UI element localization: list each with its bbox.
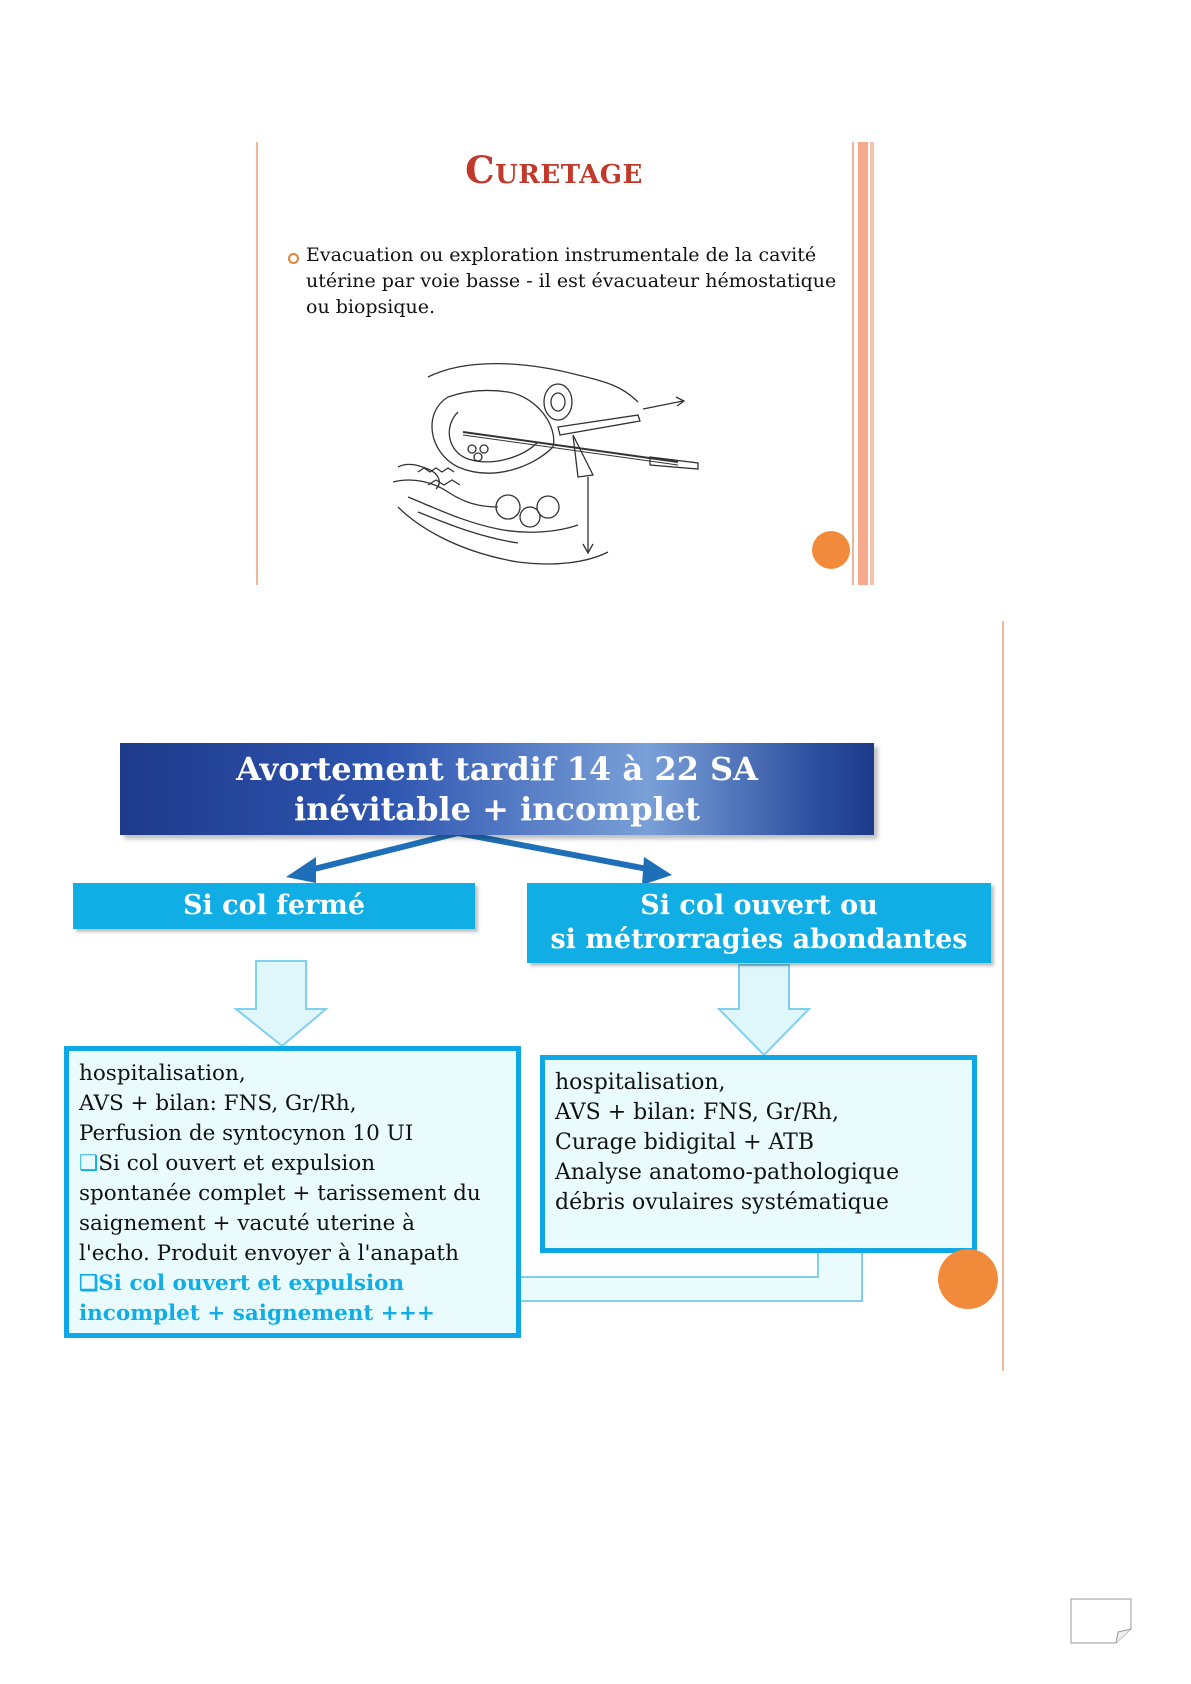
branch-col-ferme: Si col fermé bbox=[73, 883, 475, 929]
slide-curetage: Curetage Evacuation ou exploration instr… bbox=[256, 142, 876, 585]
detail-left-line: l'echo. Produit envoyer à l'anapath bbox=[79, 1241, 459, 1266]
detail-left-line: spontanée complet + tarissement du bbox=[79, 1181, 481, 1206]
slide-avortement-tardif: Avortement tardif 14 à 22 SA inévitable … bbox=[58, 621, 1006, 1371]
slide-right-border-band bbox=[858, 142, 868, 585]
detail-box-left: hospitalisation, AVS + bilan: FNS, Gr/Rh… bbox=[64, 1046, 521, 1338]
branch-right-line-1: Si col ouvert ou bbox=[640, 890, 878, 921]
detail-right-line: débris ovulaires systématique bbox=[555, 1190, 889, 1215]
arrow-head-left bbox=[286, 857, 316, 883]
checkbox-square-icon: ❑ bbox=[79, 1151, 99, 1176]
slide-right-border bbox=[1002, 621, 1004, 1371]
branch-right-line-2: si métrorragies abondantes bbox=[550, 924, 968, 955]
header-line-1: Avortement tardif 14 à 22 SA bbox=[236, 750, 758, 788]
uterine-curettage-illustration bbox=[392, 362, 699, 565]
checkbox-square-icon: ❑ bbox=[79, 1271, 99, 1296]
slide-bullet-text: Evacuation ou exploration instrumentale … bbox=[306, 244, 837, 318]
branch-col-ouvert: Si col ouvert ou si métrorragies abondan… bbox=[527, 883, 991, 963]
slide-right-border bbox=[852, 142, 854, 585]
detail-left-line: saignement + vacuté uterine à bbox=[79, 1211, 415, 1236]
detail-right-line: AVS + bilan: FNS, Gr/Rh, bbox=[555, 1100, 840, 1125]
detail-box-right: hospitalisation, AVS + bilan: FNS, Gr/Rh… bbox=[540, 1055, 977, 1253]
detail-left-line: hospitalisation, bbox=[79, 1061, 246, 1086]
detail-right-line: Curage bidigital + ATB bbox=[555, 1130, 815, 1155]
slide-title: Curetage bbox=[465, 148, 643, 192]
detail-left-line: AVS + bilan: FNS, Gr/Rh, bbox=[79, 1091, 357, 1116]
slide-left-border bbox=[256, 142, 258, 585]
orange-dot-decoration bbox=[938, 1249, 998, 1309]
slide-right-border-edge bbox=[870, 142, 874, 585]
down-arrow-right-icon bbox=[716, 964, 812, 1057]
page-corner-icon bbox=[1070, 1598, 1132, 1644]
header-line-2: inévitable + incomplet bbox=[294, 790, 700, 828]
detail-left-item: ❑Si col ouvert et expulsion bbox=[79, 1151, 376, 1176]
detail-right-line: hospitalisation, bbox=[555, 1070, 726, 1095]
flowchart-header-box: Avortement tardif 14 à 22 SA inévitable … bbox=[120, 743, 874, 835]
down-arrow-left-icon bbox=[233, 960, 329, 1048]
orange-dot-decoration bbox=[812, 531, 850, 569]
detail-right-line: Analyse anatomo-pathologique bbox=[555, 1160, 900, 1185]
bullet-circle-icon bbox=[288, 253, 299, 264]
detail-left-line: Perfusion de syntocynon 10 UI bbox=[79, 1121, 414, 1146]
arrow-head-right bbox=[642, 857, 672, 885]
flow-arrows bbox=[233, 830, 882, 1302]
detail-left-item-highlight: ❑Si col ouvert et expulsion bbox=[79, 1271, 405, 1296]
detail-left-line-highlight: incomplet + saignement +++ bbox=[79, 1301, 435, 1326]
